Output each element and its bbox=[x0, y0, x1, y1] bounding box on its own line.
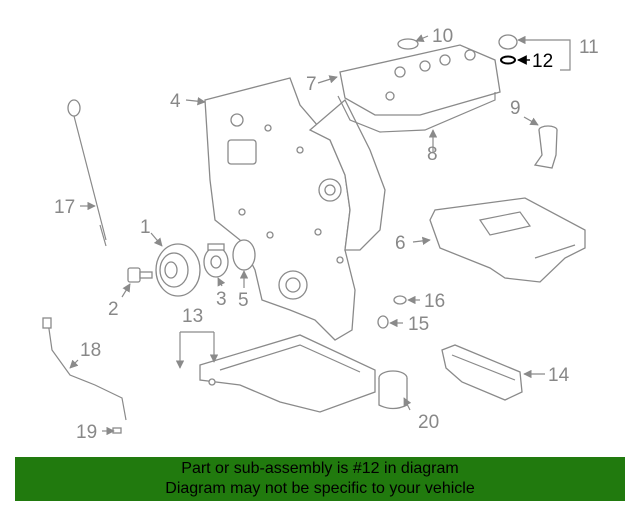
washer-part-10[interactable] bbox=[397, 38, 419, 50]
label-14: 14 bbox=[548, 365, 570, 386]
label-18: 18 bbox=[80, 340, 101, 361]
banner-line-disclaimer: Diagram may not be specific to your vehi… bbox=[165, 480, 475, 497]
label-2: 2 bbox=[108, 299, 119, 320]
label-15: 15 bbox=[408, 314, 429, 335]
oil-pan-part-13[interactable] bbox=[199, 334, 376, 413]
engine-cover-part-6[interactable] bbox=[429, 197, 586, 283]
label-1: 1 bbox=[140, 217, 151, 238]
label-16: 16 bbox=[424, 291, 445, 312]
cap-gasket-part-12[interactable] bbox=[500, 55, 516, 65]
filler-tube-part-9[interactable] bbox=[533, 125, 558, 169]
label-13: 13 bbox=[182, 306, 203, 327]
label-4: 4 bbox=[170, 91, 181, 112]
label-11: 11 bbox=[579, 37, 599, 58]
oil-filter-part-20[interactable] bbox=[378, 370, 408, 410]
bolt-part-15[interactable] bbox=[377, 315, 389, 329]
label-8: 8 bbox=[427, 144, 438, 165]
label-5: 5 bbox=[238, 290, 249, 311]
label-10: 10 bbox=[432, 26, 453, 47]
valve-cover-part-7[interactable] bbox=[339, 44, 501, 116]
label-19: 19 bbox=[76, 422, 97, 443]
oil-filler-cap-part-11[interactable] bbox=[498, 34, 518, 50]
timing-cover-part-4[interactable] bbox=[204, 77, 386, 341]
label-20: 20 bbox=[418, 412, 439, 433]
gear-part-3[interactable] bbox=[203, 243, 229, 278]
label-7: 7 bbox=[306, 74, 317, 95]
engine-parts-diagram: 4 7 10 8 9 11 12 6 1 2 3 5 17 16 15 13 1… bbox=[42, 26, 599, 443]
label-17: 17 bbox=[54, 197, 75, 218]
label-9: 9 bbox=[510, 98, 521, 119]
crank-pulley-part-1[interactable] bbox=[155, 243, 201, 297]
banner-line-part-number: Part or sub-assembly is #12 in diagram bbox=[181, 460, 459, 477]
part-info-banner: Part or sub-assembly is #12 in diagram D… bbox=[15, 457, 625, 501]
washer-part-16[interactable] bbox=[393, 295, 407, 305]
bolt-part-2[interactable] bbox=[127, 267, 153, 283]
lower-oil-pan-part-14[interactable] bbox=[441, 344, 523, 401]
dipstick-tube-part-18[interactable] bbox=[42, 317, 127, 421]
valve-cover-gasket-part-8[interactable] bbox=[337, 92, 496, 133]
clip-part-19[interactable] bbox=[112, 427, 122, 434]
label-3: 3 bbox=[216, 289, 227, 310]
dipstick-part-17[interactable] bbox=[67, 99, 107, 247]
label-6: 6 bbox=[395, 233, 406, 254]
label-12: 12 bbox=[532, 51, 553, 72]
o-ring-part-5[interactable] bbox=[232, 239, 256, 271]
